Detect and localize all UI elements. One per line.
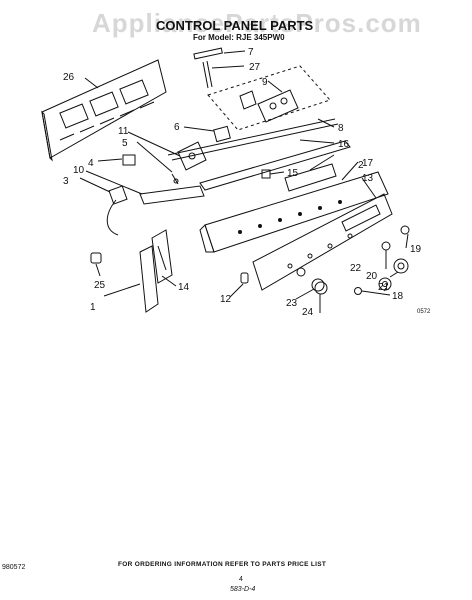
figure-code: 0572 <box>417 309 431 315</box>
callout-8: 8 <box>338 123 344 134</box>
part-13-front-panel <box>252 193 393 291</box>
watermark: AppliancePartsPros.com <box>92 8 422 38</box>
callout-20: 20 <box>366 271 378 282</box>
part-7-bracket <box>193 47 223 60</box>
callout-9: 9 <box>262 77 268 88</box>
callout-13: 13 <box>362 173 374 184</box>
callout-17: 17 <box>362 158 374 169</box>
callout-22: 22 <box>350 263 362 274</box>
document-code: 583-D-4 <box>230 586 256 593</box>
part-16-trim <box>199 140 351 191</box>
model-subtitle: For Model: RJE 345PW0 <box>193 33 285 42</box>
callout-25: 25 <box>94 280 106 291</box>
callout-labels: 1 2 3 4 5 6 7 8 9 10 11 12 13 14 15 16 1… <box>63 47 422 318</box>
part-27-rod <box>202 60 213 89</box>
callout-26: 26 <box>63 72 75 83</box>
callout-10: 10 <box>73 165 85 176</box>
part-26-back-panel <box>41 59 167 162</box>
part-4-clamp <box>122 154 136 166</box>
callout-3: 3 <box>63 176 69 187</box>
callout-15: 15 <box>287 168 299 179</box>
ordering-footer: FOR ORDERING INFORMATION REFER TO PARTS … <box>118 561 327 568</box>
part-9-switch <box>239 89 299 123</box>
callout-19: 19 <box>410 244 422 255</box>
callout-11: 11 <box>118 126 129 137</box>
part-11-bracket <box>177 141 207 171</box>
page-number: 4 <box>239 576 243 583</box>
callout-23: 23 <box>286 298 298 309</box>
callout-24: 24 <box>302 307 314 318</box>
callout-2: 2 <box>358 160 364 171</box>
callout-7: 7 <box>248 47 254 58</box>
leader-lines <box>79 50 409 313</box>
part-25-clip <box>90 252 102 264</box>
callout-27: 27 <box>249 62 261 73</box>
callout-5: 5 <box>122 138 128 149</box>
part-3-terminal-block <box>106 185 128 236</box>
callout-14: 14 <box>178 282 190 293</box>
part-6-relay <box>213 125 231 143</box>
diagram-title: CONTROL PANEL PARTS <box>156 18 314 33</box>
part-2-console <box>199 163 389 253</box>
part-8-strip <box>167 118 339 161</box>
callout-12: 12 <box>220 294 232 305</box>
callout-16: 16 <box>338 139 350 150</box>
part-1-side-trim <box>139 245 159 313</box>
side-code: 980572 <box>2 564 26 571</box>
callout-1: 1 <box>90 302 96 313</box>
part-5-screw <box>171 173 179 185</box>
callout-4: 4 <box>88 158 94 169</box>
part-12-spacer <box>240 272 249 284</box>
part-10-strip <box>139 185 205 205</box>
callout-21: 21 <box>378 282 390 293</box>
callout-6: 6 <box>174 122 180 133</box>
part-14-end-cap <box>151 229 173 284</box>
callout-18: 18 <box>392 291 404 302</box>
